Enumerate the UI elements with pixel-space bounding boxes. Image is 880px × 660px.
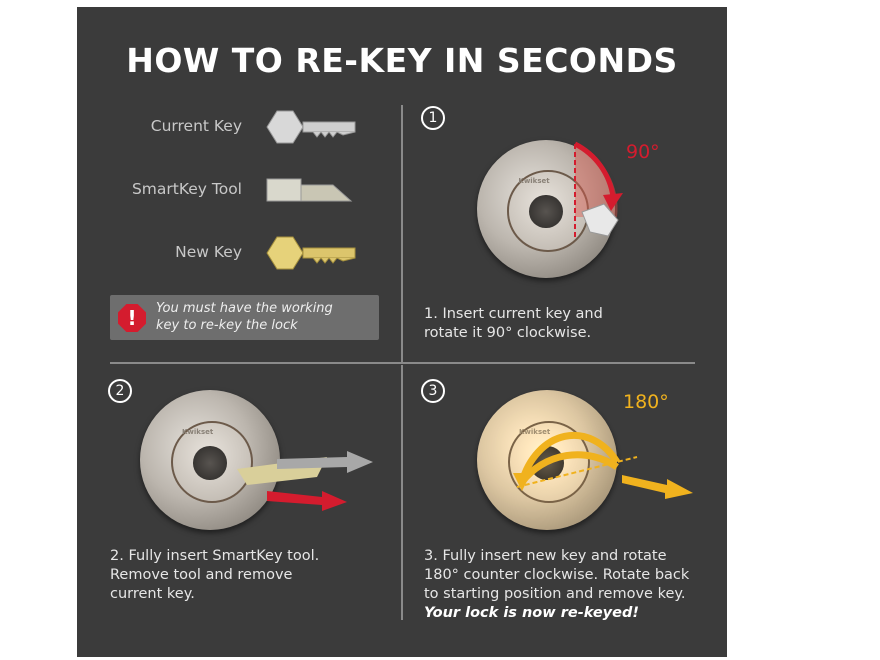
divider (401, 365, 403, 620)
step-line: to starting position and remove key. (424, 586, 686, 602)
step-1-number: 1 (421, 106, 445, 130)
brand-label: Kwikset (519, 427, 551, 436)
step-line: 1. Insert current key and (424, 306, 603, 322)
divider (110, 362, 695, 364)
deadbolt-image: Kwikset (477, 140, 615, 278)
step-3-text: 3. Fully insert new key and rotate 180° … (424, 547, 689, 623)
deadbolt-image: Kwikset (477, 390, 617, 530)
step-line: 3. Fully insert new key and rotate (424, 548, 667, 564)
warning-line: You must have the working (156, 301, 333, 316)
divider (401, 105, 403, 362)
infographic-panel: HOW TO RE-KEY IN SECONDS Current Key Sma… (77, 7, 727, 657)
step-line: 180° counter clockwise. Rotate back (424, 567, 690, 583)
legend-current-key-label: Current Key (150, 117, 242, 135)
page-title: HOW TO RE-KEY IN SECONDS (126, 41, 678, 80)
brass-key-icon (266, 236, 356, 270)
step-3-emphasis: Your lock is now re-keyed! (424, 605, 639, 621)
smartkey-tool-icon (266, 178, 353, 202)
step-1-text: 1. Insert current key and rotate it 90° … (424, 305, 603, 343)
brand-label: Kwikset (182, 427, 214, 436)
legend-new-key-label: New Key (175, 243, 242, 261)
step-line: 2. Fully insert SmartKey tool. (110, 548, 320, 564)
legend-smartkey-tool-label: SmartKey Tool (131, 180, 242, 198)
angle-90-label: 90° (626, 141, 660, 163)
step-line: Remove tool and remove (110, 567, 293, 583)
warning-line: key to re-key the lock (156, 318, 298, 333)
angle-180-label: 180° (623, 391, 669, 413)
step-3-number: 3 (421, 379, 445, 403)
warning-text: You must have the working key to re-key … (156, 300, 333, 334)
step-2-text: 2. Fully insert SmartKey tool. Remove to… (110, 547, 319, 604)
warning-banner: ! You must have the working key to re-ke… (110, 295, 379, 340)
step-line: current key. (110, 586, 195, 602)
warning-icon: ! (118, 304, 146, 332)
brand-label: Kwikset (518, 177, 550, 186)
silver-key-icon (266, 110, 356, 144)
step-line: rotate it 90° clockwise. (424, 325, 592, 341)
deadbolt-image: Kwikset (140, 390, 280, 530)
step-2-number: 2 (108, 379, 132, 403)
